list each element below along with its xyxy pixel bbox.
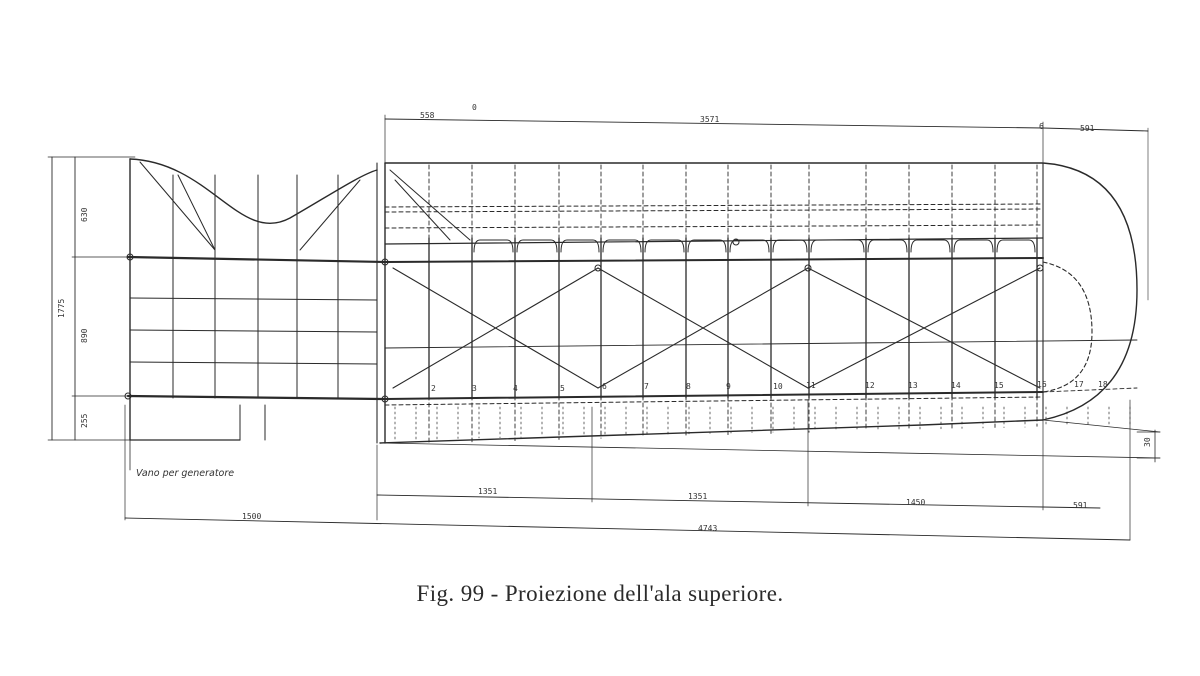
leading-stringer xyxy=(384,237,1044,245)
dim-left-890: 890 xyxy=(80,328,89,343)
tip-stringer xyxy=(1042,387,1138,393)
rib-number: 7 xyxy=(644,382,649,391)
rib-arch xyxy=(687,239,727,253)
dim-bottom-1351-b: 1351 xyxy=(688,492,707,501)
dim-right-30: 30 xyxy=(1143,437,1152,447)
brace-wire xyxy=(392,267,599,389)
front-spar-left xyxy=(126,255,387,264)
rib-number: 5 xyxy=(560,384,565,393)
rib-number: 18 xyxy=(1098,380,1108,389)
rib-number: 3 xyxy=(472,384,477,393)
mid-stringer xyxy=(384,339,1138,349)
leading-stringer-dashed xyxy=(384,224,1044,229)
center-section-cutout xyxy=(129,158,378,225)
dim-top-6: 6 xyxy=(1039,122,1044,131)
rib-number: 4 xyxy=(513,384,518,393)
rib-number: 9 xyxy=(726,382,731,391)
rib-arch xyxy=(644,239,685,253)
dim-bottom-4743: 4743 xyxy=(698,524,717,533)
trailing-stringer-dashed xyxy=(384,396,1044,406)
fitting xyxy=(804,264,812,272)
fitting xyxy=(1036,264,1044,272)
dim-top-591: 591 xyxy=(1080,124,1095,133)
figure-caption: Fig. 99 - Proiezione dell'ala superiore. xyxy=(416,581,784,606)
dim-bottom-1500: 1500 xyxy=(242,512,261,521)
wingtip-inner xyxy=(1042,261,1093,393)
fitting xyxy=(381,395,389,403)
rib-arch xyxy=(867,239,908,253)
center-stringer xyxy=(129,361,378,365)
dim-bottom-591: 591 xyxy=(1073,501,1088,510)
rib-arch xyxy=(810,239,865,253)
rib-number: 8 xyxy=(686,382,691,391)
nose-brace xyxy=(389,169,471,241)
center-stringer xyxy=(129,329,378,333)
dim-line-bottom-2 xyxy=(124,517,1131,541)
rear-spar xyxy=(384,391,1044,400)
front-spar xyxy=(384,257,1044,263)
wing-outline-right xyxy=(379,162,1138,444)
fitting xyxy=(126,253,134,261)
dim-line-bottom-1b xyxy=(1042,506,1101,509)
dim-left-630: 630 xyxy=(80,207,89,222)
dim-bottom-1351-a: 1351 xyxy=(478,487,497,496)
rear-spar-left xyxy=(126,394,387,401)
dim-top-3571: 3571 xyxy=(700,115,719,124)
dim-line-top-right xyxy=(1042,127,1149,132)
rib-number: 14 xyxy=(951,381,961,390)
rib-arch xyxy=(910,239,951,253)
rib-numbers: 2 3 4 5 6 7 8 9 10 11 12 13 14 15 16 17 … xyxy=(431,380,1108,393)
dim-line-right-edge xyxy=(1042,419,1161,433)
center-brace xyxy=(299,179,361,251)
leading-stringer-dashed xyxy=(384,203,1044,208)
rib-arch xyxy=(772,239,808,253)
rib-arch xyxy=(953,239,994,253)
rib-arch xyxy=(516,239,558,253)
fitting xyxy=(732,238,740,246)
fitting xyxy=(381,258,389,266)
brace-wire xyxy=(597,267,809,389)
dim-line-top xyxy=(384,118,1044,129)
dim-line-right-edge xyxy=(379,442,1161,459)
generator-bay-note: Vano per generatore xyxy=(136,468,234,479)
rib-number: 17 xyxy=(1074,380,1084,389)
center-stringer xyxy=(129,297,378,301)
dim-line-bottom-1 xyxy=(376,494,1044,508)
rib-arch xyxy=(729,239,770,253)
dim-left-255: 255 xyxy=(80,413,89,428)
dim-left-1775: 1775 xyxy=(57,299,66,318)
rib-arch xyxy=(602,239,642,253)
fitting xyxy=(594,264,602,272)
rib-number: 6 xyxy=(602,382,607,391)
rib-number: 10 xyxy=(773,382,783,391)
rib-number: 12 xyxy=(865,381,875,390)
rib-number: 2 xyxy=(431,384,436,393)
brace-wire xyxy=(807,267,1041,389)
rib-number: 16 xyxy=(1037,380,1047,389)
dim-top-zero: 0 xyxy=(472,103,477,112)
fitting xyxy=(124,392,132,400)
dim-top-558: 558 xyxy=(420,111,435,120)
rib-number: 15 xyxy=(994,381,1004,390)
leading-stringer-dashed xyxy=(384,208,1044,213)
rib-arch xyxy=(473,239,514,253)
center-brace xyxy=(139,161,216,251)
center-brace xyxy=(177,174,216,251)
rib-number: 11 xyxy=(806,381,816,390)
rib-arch xyxy=(996,239,1036,253)
rib-arch xyxy=(560,239,600,253)
nose-brace xyxy=(394,179,451,241)
rib-number: 13 xyxy=(908,381,918,390)
dim-bottom-1450: 1450 xyxy=(906,498,925,507)
